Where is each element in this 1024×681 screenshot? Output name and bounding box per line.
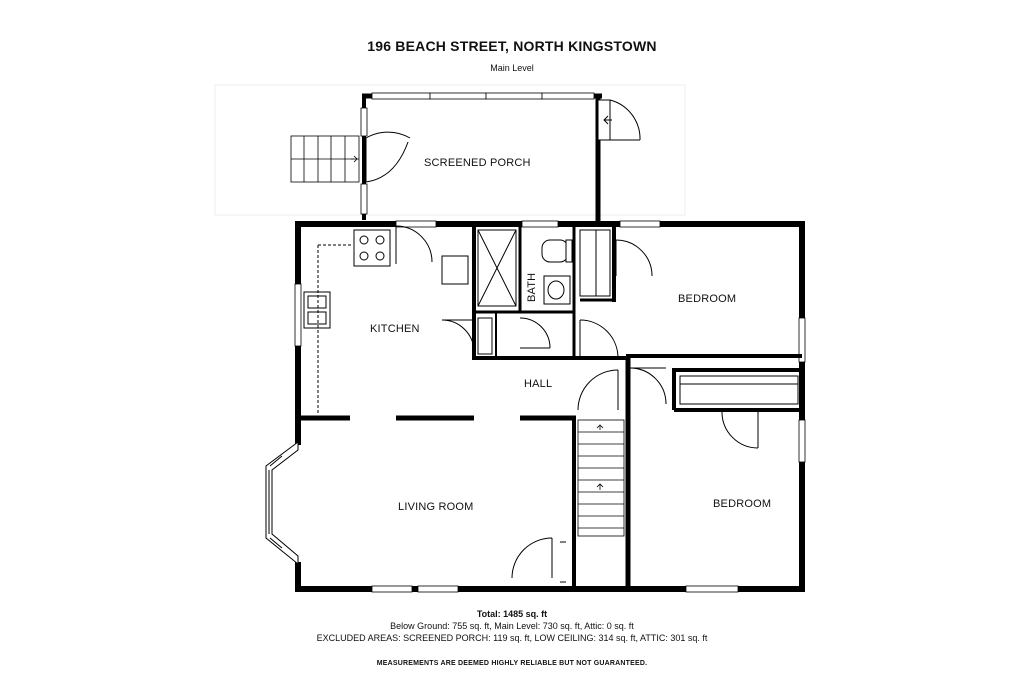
disclaimer: MEASUREMENTS ARE DEEMED HIGHLY RELIABLE …	[376, 660, 648, 667]
level-areas: Below Ground: 755 sq. ft, Main Level: 73…	[390, 621, 634, 631]
plan-title: 196 BEACH STREET, NORTH KINGSTOWN	[367, 38, 657, 54]
closet-details	[477, 229, 799, 405]
porch-doors	[365, 99, 641, 183]
plan-level: Main Level	[490, 63, 534, 73]
kitchen-fixtures	[303, 229, 469, 415]
faint-outline	[214, 84, 686, 216]
porch-steps	[290, 135, 360, 183]
porch-windows	[360, 92, 595, 215]
bay-window	[265, 441, 299, 566]
excluded-areas: EXCLUDED AREAS: SCREENED PORCH: 119 sq. …	[316, 633, 708, 643]
interior-doors	[395, 225, 759, 583]
room-label-bath: BATH	[526, 272, 538, 302]
main-windows	[294, 220, 806, 593]
room-label-screened-porch: SCREENED PORCH	[424, 157, 531, 169]
room-label-living-room: LIVING ROOM	[398, 501, 474, 513]
room-label-hall: HALL	[524, 378, 553, 390]
interior-walls	[298, 224, 802, 589]
bath-fixtures	[477, 229, 573, 307]
room-label-kitchen: KITCHEN	[370, 323, 420, 335]
total-area: Total: 1485 sq. ft	[476, 609, 548, 619]
room-label-bedroom-lower: BEDROOM	[713, 498, 772, 510]
room-label-bedroom-upper: BEDROOM	[678, 293, 737, 305]
stairs	[577, 419, 625, 537]
